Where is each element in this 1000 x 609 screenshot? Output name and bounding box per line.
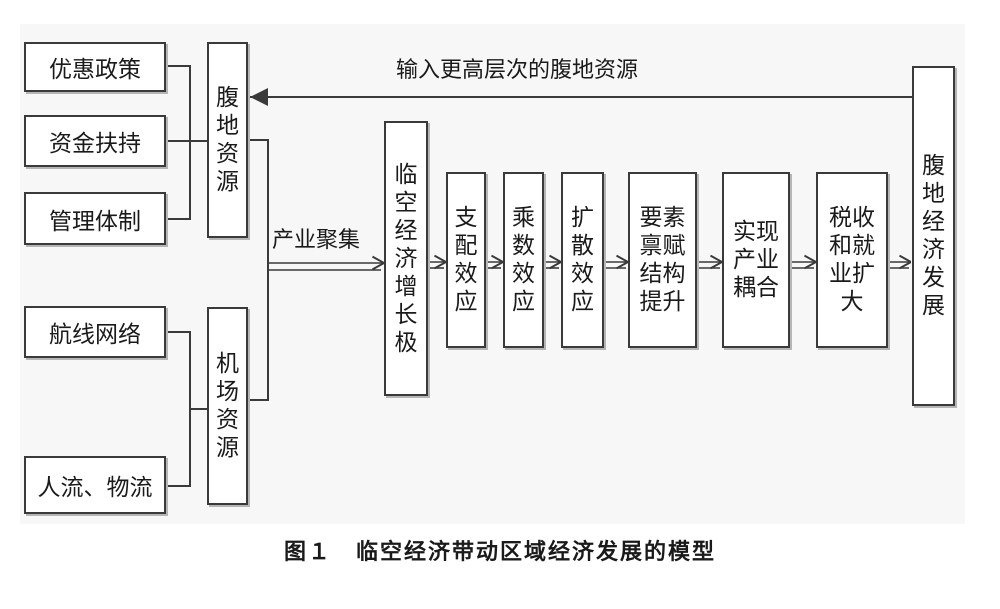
diagram-canvas [20, 24, 965, 524]
chain-diffusion-effect: 扩散效应 [561, 172, 604, 348]
growth-pole-box: 临空经济增长极 [384, 121, 428, 396]
chain-tax-employment: 税收和就业扩大 [816, 172, 888, 348]
factor-route-network: 航线网络 [24, 306, 166, 358]
factor-preferential-policy: 优惠政策 [24, 42, 166, 92]
hinterland-resources-box: 腹地资源 [207, 42, 248, 238]
flow-label: 产业聚集 [272, 228, 361, 253]
factor-passenger-cargo-flow: 人流、物流 [24, 456, 166, 514]
hinterland-economic-development-box: 腹地经济发展 [912, 66, 955, 406]
chain-factor-endowment: 要素禀赋结构提升 [628, 172, 697, 348]
figure-caption: 图１ 临空经济带动区域经济发展的模型 [283, 540, 716, 565]
bracket-group2 [166, 331, 191, 487]
factor-management-system: 管理体制 [24, 192, 166, 245]
chain-industry-coupling: 实现产业耦合 [722, 172, 790, 348]
factor-funding-support: 资金扶持 [24, 115, 166, 167]
feedback-label: 输入更高层次的腹地资源 [396, 58, 639, 83]
bracket-group1 [166, 65, 191, 220]
chain-dominance-effect: 支配效应 [446, 172, 486, 348]
airport-resources-box: 机场资源 [207, 307, 248, 505]
chain-multiplier-effect: 乘数效应 [503, 172, 544, 348]
merge-line-top [248, 139, 269, 401]
